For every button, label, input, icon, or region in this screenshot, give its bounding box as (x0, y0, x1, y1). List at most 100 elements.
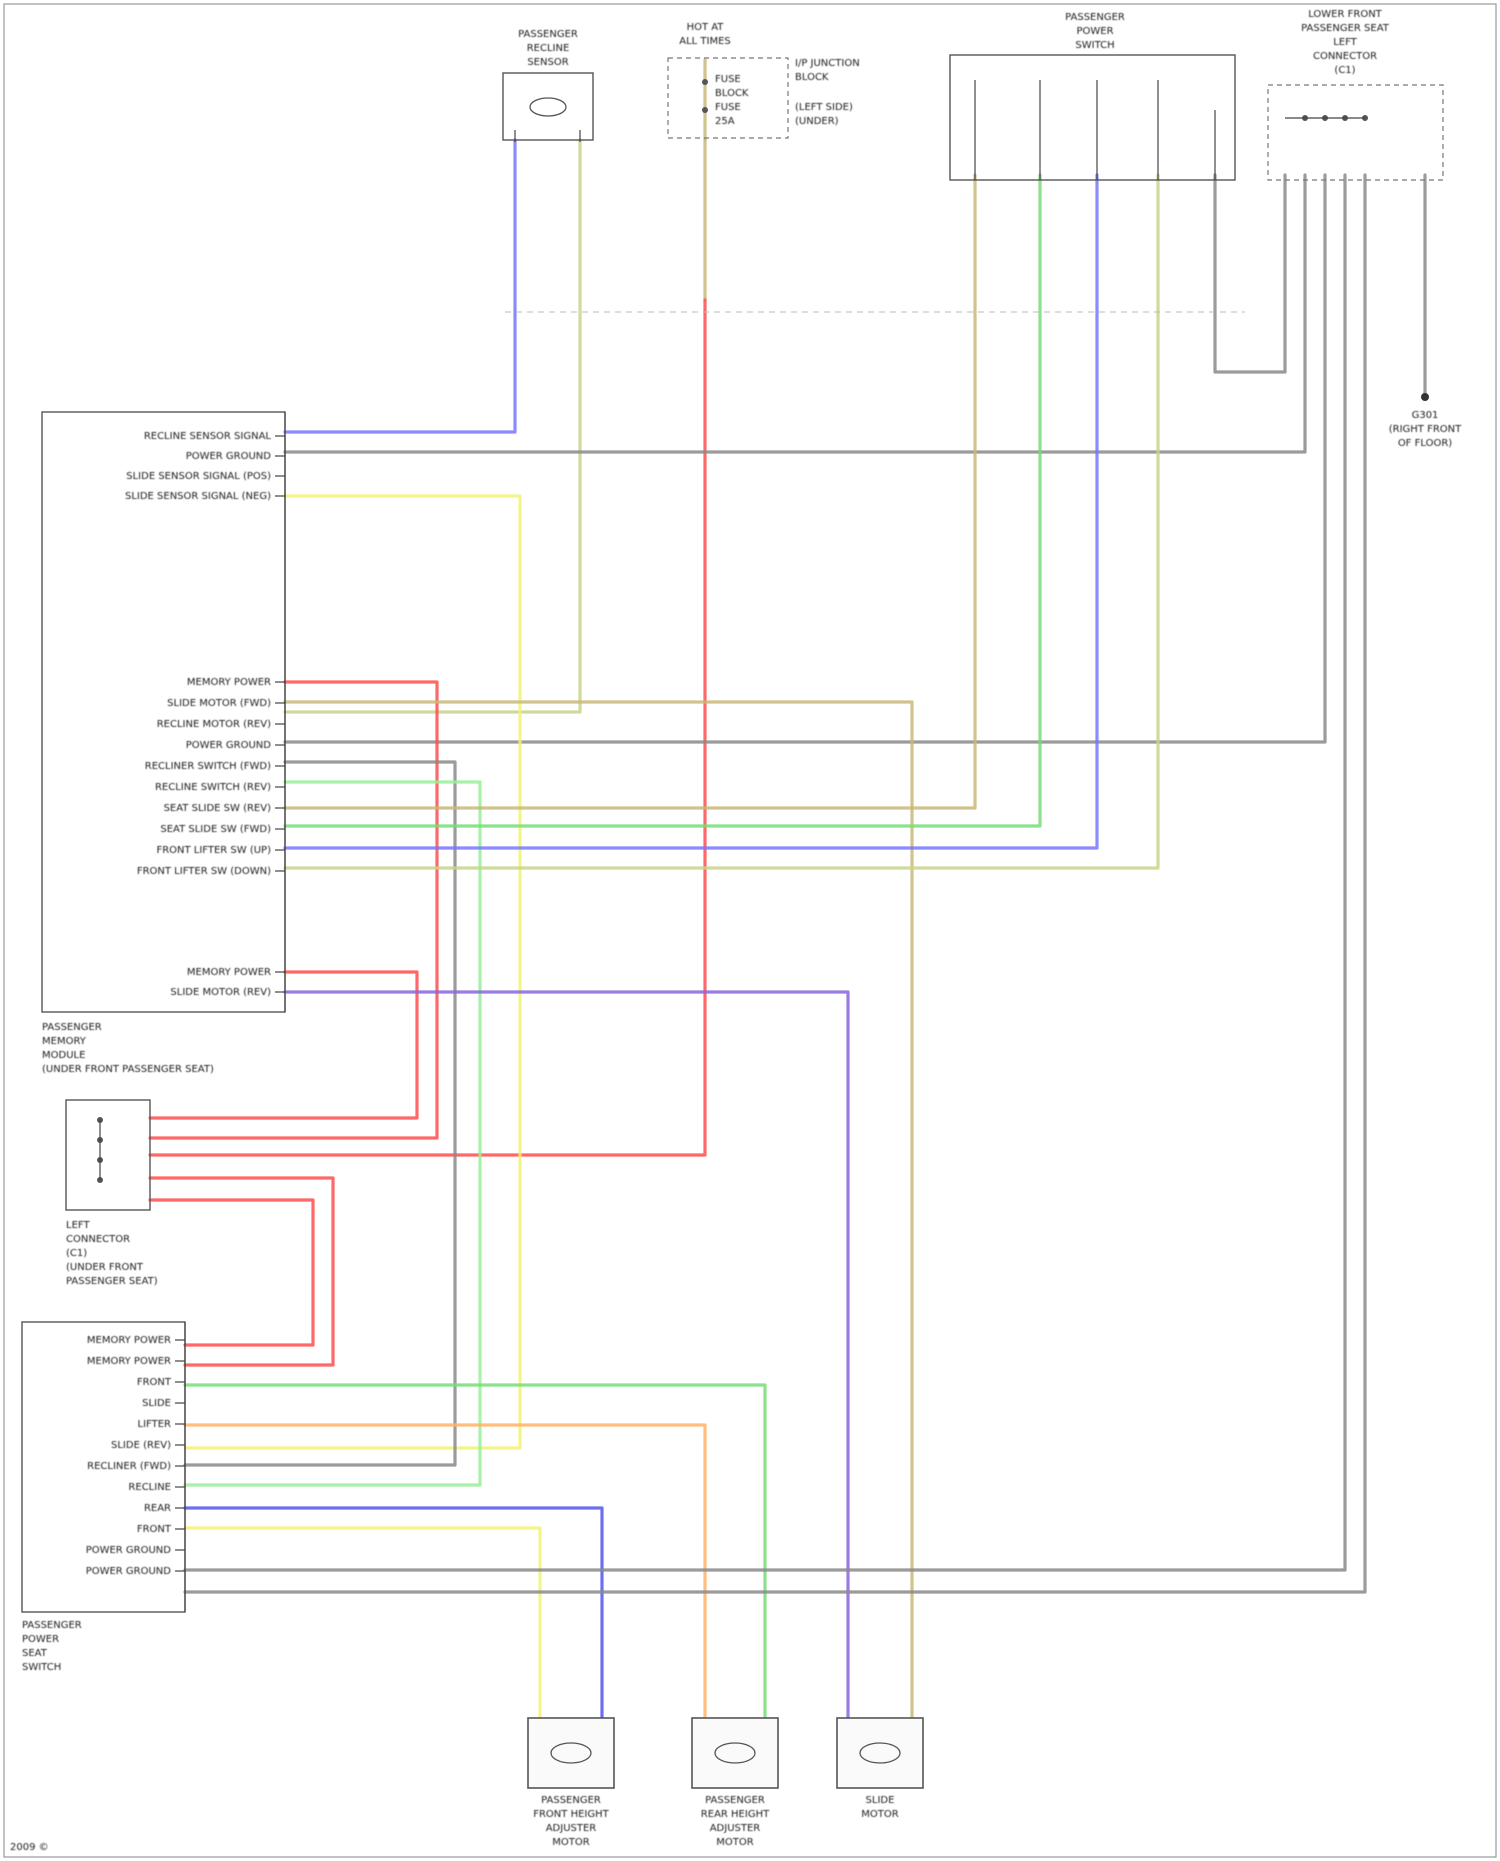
wire-jumper-out-2 (150, 1200, 313, 1345)
memory-pin-mid-label: FRONT LIFTER SW (DOWN) (137, 866, 271, 877)
seat-switch-pin-label: REAR (144, 1503, 171, 1514)
fuse-block-label-2: ALL TIMES (679, 36, 731, 47)
fuse-block-label-1: HOT AT (687, 22, 725, 33)
fuse-note-2: BLOCK (795, 72, 829, 83)
fuse-label-2: BLOCK (715, 88, 749, 99)
diagram-frame (4, 4, 1496, 1857)
recline-sensor-label-3: SENSOR (527, 57, 568, 68)
wire-connector-jumper (1215, 175, 1285, 372)
wire-seat-slide-fwd (285, 175, 1040, 826)
motor-rear-height: PASSENGER REAR HEIGHT ADJUSTER MOTOR (692, 1718, 778, 1848)
fuse-note-1: I/P JUNCTION (795, 58, 860, 69)
motor1-label-2: FRONT HEIGHT (533, 1809, 609, 1820)
fuse-note-4: (UNDER) (795, 116, 839, 127)
seat-switch-pin-label: RECLINE (128, 1482, 171, 1493)
motor3-label-2: MOTOR (861, 1809, 898, 1820)
motor-front-height: PASSENGER FRONT HEIGHT ADJUSTER MOTOR (528, 1718, 614, 1848)
seat-switch-label-3: SEAT (22, 1648, 48, 1659)
seat-switch-pin-label: FRONT (137, 1524, 172, 1535)
ground-label-1: G301 (1412, 410, 1439, 421)
memory-pin-top-label: SLIDE SENSOR SIGNAL (POS) (126, 471, 271, 482)
jumper-connector: LEFT CONNECTOR (C1) (UNDER FRONT PASSENG… (66, 1100, 158, 1287)
memory-pin-mid-label: SEAT SLIDE SW (FWD) (160, 824, 271, 835)
memory-module-label-1: PASSENGER (42, 1022, 102, 1033)
jumper-label-5: PASSENGER SEAT) (66, 1276, 158, 1287)
seat-switch-label-1: PASSENGER (22, 1620, 82, 1631)
wire-jumper-out-1 (150, 1178, 333, 1365)
motor2-label-1: PASSENGER (705, 1795, 765, 1806)
wire-power-ground-2 (285, 175, 1325, 742)
recline-sensor-label-2: RECLINE (527, 43, 570, 54)
memory-pin-mid-label: RECLINE MOTOR (REV) (157, 719, 271, 730)
memory-module-label-4: (UNDER FRONT PASSENGER SEAT) (42, 1064, 214, 1075)
motor2-label-3: ADJUSTER (710, 1823, 761, 1834)
fuse-label-3: FUSE (715, 102, 741, 113)
ground-point: G301 (RIGHT FRONT OF FLOOR) (1389, 393, 1462, 449)
motor1-label-1: PASSENGER (541, 1795, 601, 1806)
fuse-label-1: FUSE (715, 74, 741, 85)
lower-connector-label-4: CONNECTOR (1313, 51, 1377, 62)
memory-pin-mid-label: RECLINER SWITCH (FWD) (145, 761, 271, 772)
power-seat-switch: MEMORY POWER MEMORY POWER FRONT SLIDE LIFTER… (22, 1322, 185, 1673)
fuse-block: HOT AT ALL TIMES FUSE BLOCK FUSE 25A I/P… (668, 22, 860, 138)
ground-label-3: OF FLOOR) (1398, 438, 1452, 449)
wire-power-ground-1 (285, 175, 1305, 452)
motor1-label-4: MOTOR (552, 1837, 589, 1848)
wire-recline-sensor-tan (285, 140, 580, 712)
memory-pin-mid-label: SEAT SLIDE SW (REV) (164, 803, 272, 814)
memory-pin-top-label: SLIDE SENSOR SIGNAL (NEG) (125, 491, 271, 502)
motor2-label-4: MOTOR (716, 1837, 753, 1848)
lower-connector-label-2: PASSENGER SEAT (1301, 23, 1390, 34)
memory-pin-mid-label: SLIDE MOTOR (FWD) (167, 698, 271, 709)
lower-connector-label-3: LEFT (1333, 37, 1357, 48)
recline-sensor: PASSENGER RECLINE SENSOR (503, 29, 593, 142)
memory-module: RECLINE SENSOR SIGNAL POWER GROUND SLIDE S… (42, 412, 285, 1075)
lower-connector: LOWER FRONT PASSENGER SEAT LEFT CONNECTO… (1268, 9, 1443, 180)
lower-connector-label-1: LOWER FRONT (1308, 9, 1382, 20)
jumper-label-4: (UNDER FRONT (66, 1262, 144, 1273)
seat-switch-pin-label: FRONT (137, 1377, 172, 1388)
memory-module-label-2: MEMORY (42, 1036, 87, 1047)
jumper-label-2: CONNECTOR (66, 1234, 130, 1245)
recline-sensor-label-1: PASSENGER (518, 29, 578, 40)
lower-connector-label-5: (C1) (1334, 65, 1355, 76)
seat-switch-pin-label: RECLINER (FWD) (87, 1461, 171, 1472)
seat-switch-pin-label: LIFTER (138, 1419, 172, 1430)
memory-pin-bot-label: MEMORY POWER (187, 967, 271, 978)
jumper-label-3: (C1) (66, 1248, 87, 1259)
seat-switch-pin-label: MEMORY POWER (87, 1356, 171, 1367)
power-switch-label-2: POWER (1076, 26, 1113, 37)
wire-seat-ground-1 (185, 175, 1345, 1570)
wire-front-height-yellow (185, 1528, 540, 1725)
memory-pin-top-label: RECLINE SENSOR SIGNAL (144, 431, 272, 442)
memory-pin-mid-label: RECLINE SWITCH (REV) (155, 782, 271, 793)
footer-copyright: 2009 © (10, 1842, 49, 1853)
motor-slide: SLIDE MOTOR (837, 1718, 923, 1820)
fuse-note-3: (LEFT SIDE) (795, 102, 853, 113)
seat-switch-pin-label: POWER GROUND (86, 1545, 172, 1556)
seat-switch-pin-label: POWER GROUND (86, 1566, 172, 1577)
power-switch: PASSENGER POWER SWITCH (950, 12, 1235, 180)
memory-pin-mid-label: POWER GROUND (186, 740, 272, 751)
power-switch-label-3: SWITCH (1075, 40, 1114, 51)
wire-seat-ground-2 (185, 175, 1365, 1592)
seat-switch-pin-label: MEMORY POWER (87, 1335, 171, 1346)
memory-pin-mid-label: FRONT LIFTER SW (UP) (156, 845, 271, 856)
jumper-label-1: LEFT (66, 1220, 90, 1231)
wire-front-motor-green (185, 1385, 765, 1725)
seat-switch-label-2: POWER (22, 1634, 59, 1645)
memory-pin-mid-label: MEMORY POWER (187, 677, 271, 688)
wire-layer (150, 60, 1425, 1725)
fuse-label-4: 25A (715, 116, 735, 127)
motor3-label-1: SLIDE (866, 1795, 895, 1806)
motor2-label-2: REAR HEIGHT (701, 1809, 770, 1820)
power-switch-label-1: PASSENGER (1065, 12, 1125, 23)
memory-pin-bot-label: SLIDE MOTOR (REV) (170, 987, 271, 998)
seat-switch-label-4: SWITCH (22, 1662, 61, 1673)
wire-recline-sensor-signal (285, 140, 515, 432)
wire-front-lifter-down (285, 175, 1158, 868)
ground-label-2: (RIGHT FRONT (1389, 424, 1462, 435)
memory-module-label-3: MODULE (42, 1050, 85, 1061)
seat-switch-pin-label: SLIDE (142, 1398, 171, 1409)
